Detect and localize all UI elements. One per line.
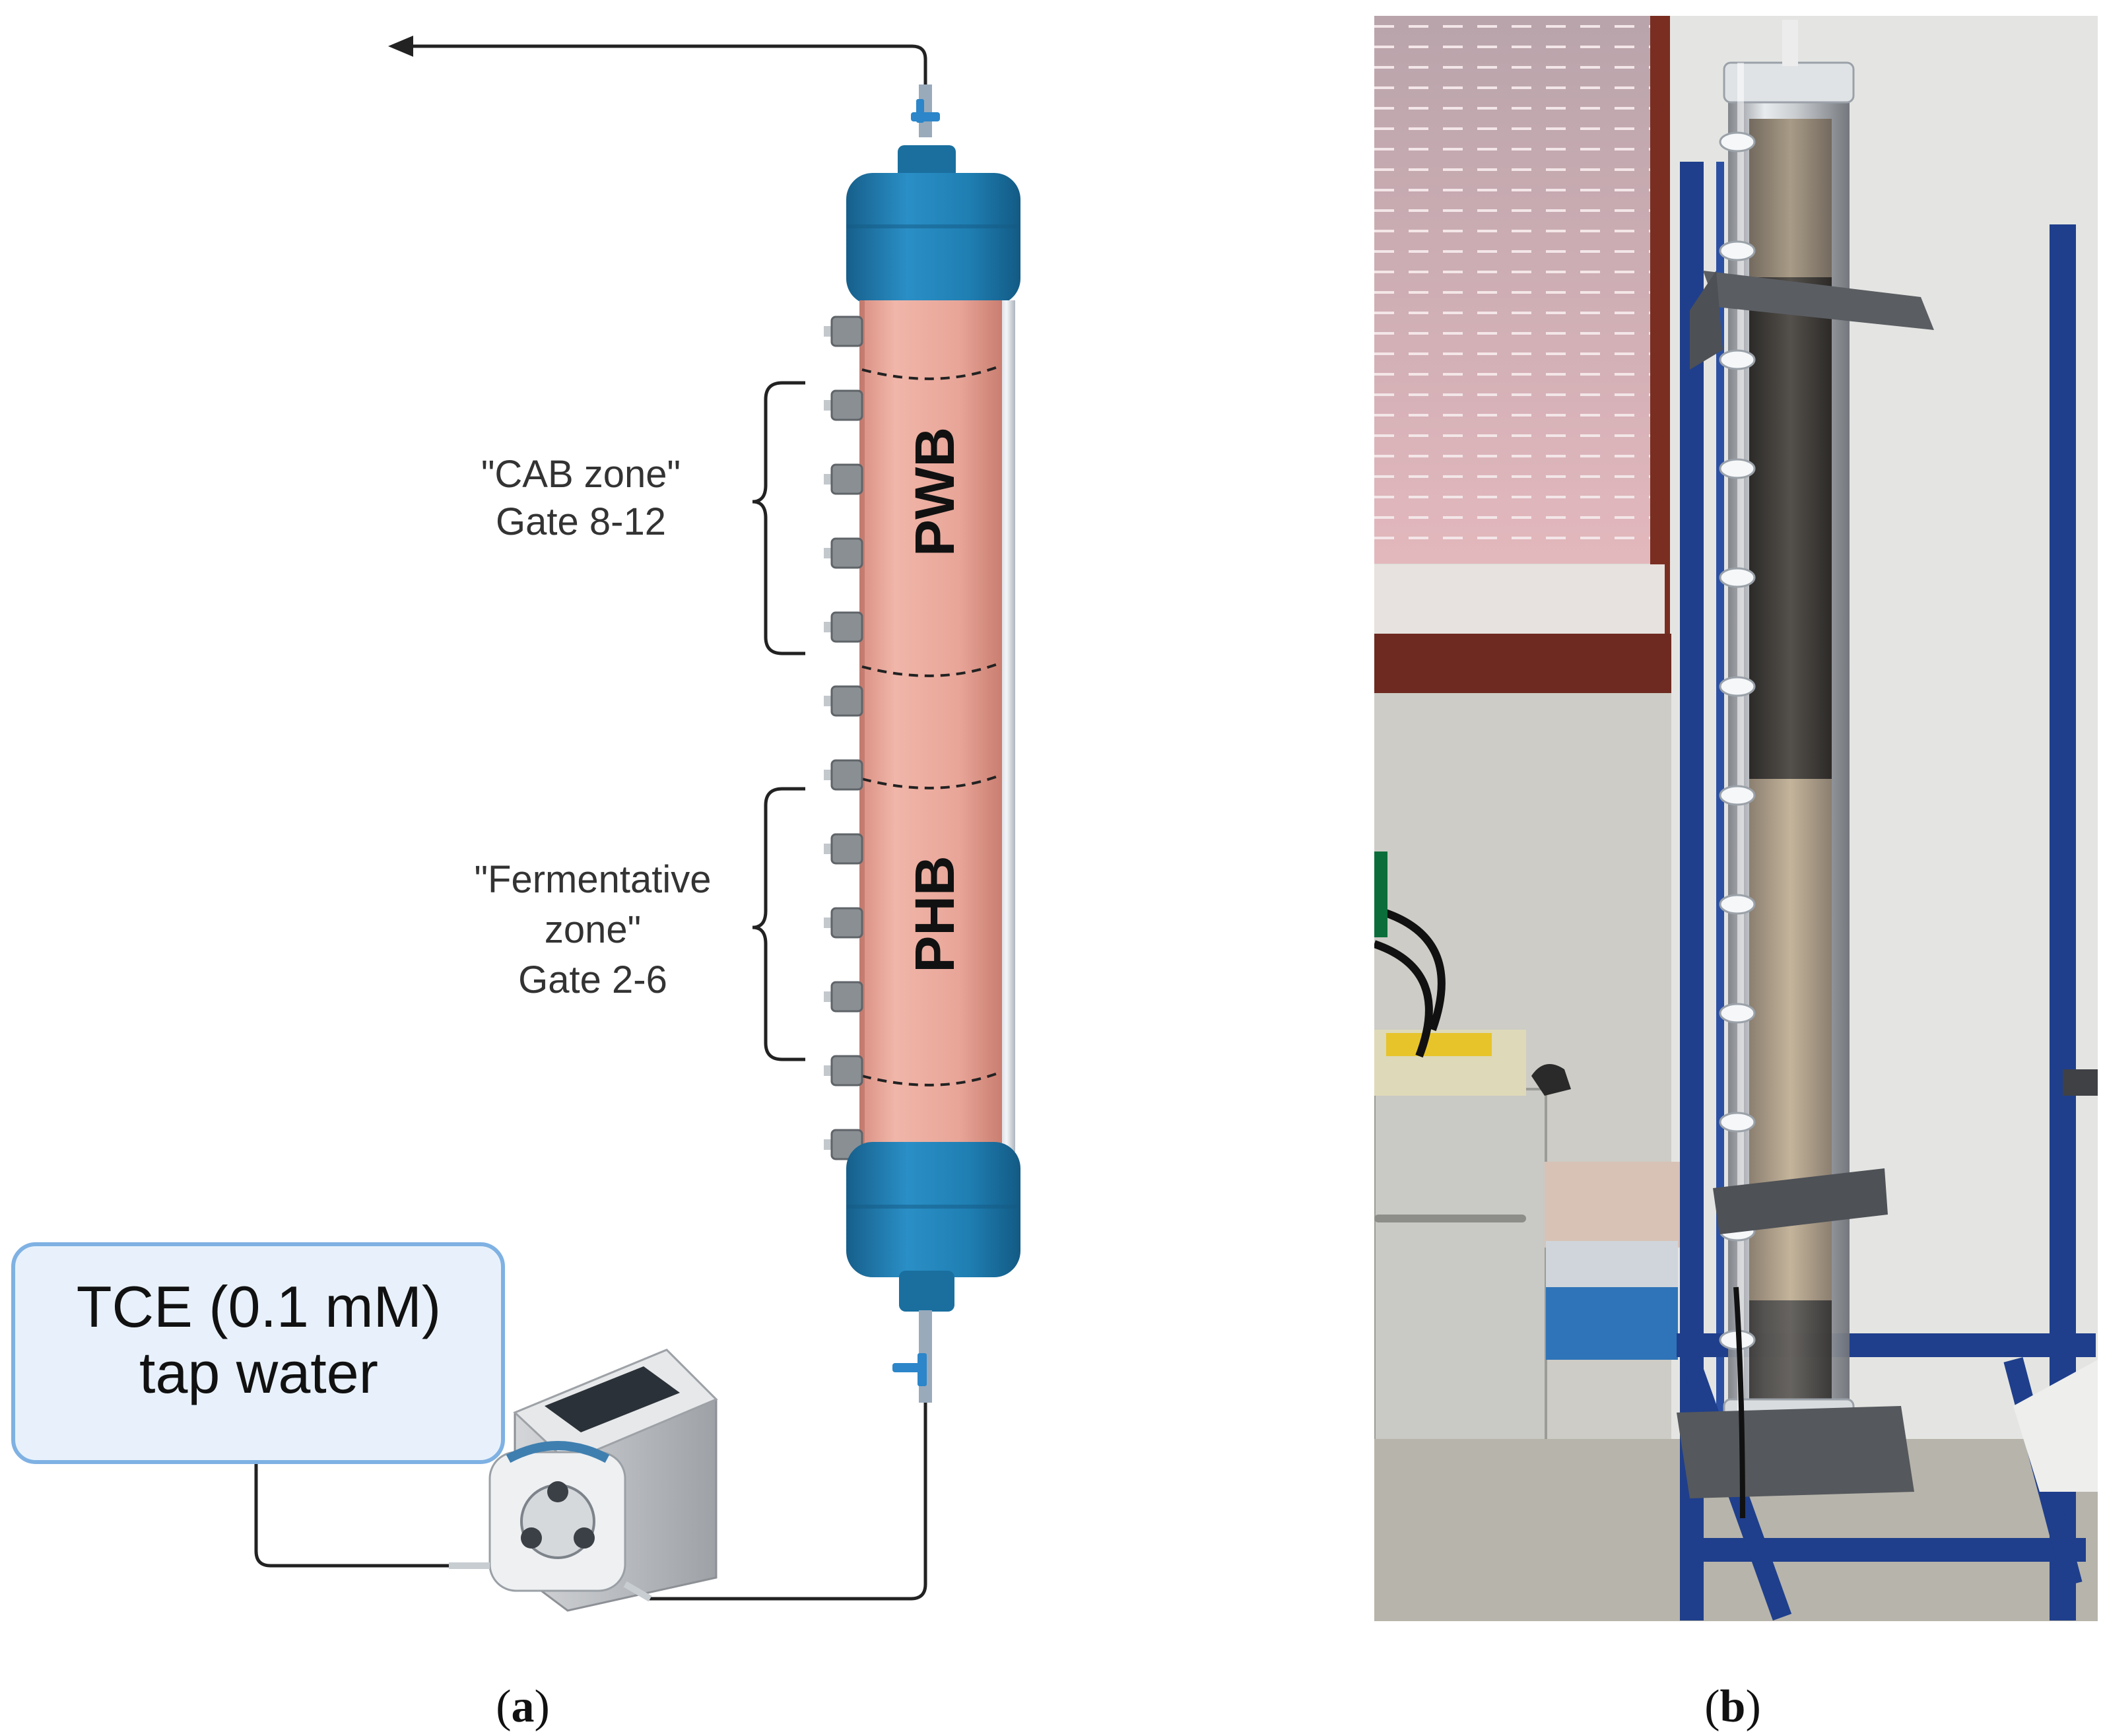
column-base-plate — [1677, 1406, 1914, 1498]
window-blind — [1374, 16, 1671, 693]
column-holder-bottom — [1713, 1168, 1888, 1234]
cab-zone-label: "CAB zone" — [481, 453, 681, 496]
sampling-port — [824, 759, 863, 791]
photo-sampling-port — [1719, 567, 1756, 588]
zone-boundary-line — [861, 662, 1000, 677]
sampling-port — [824, 833, 863, 865]
zone-label-pwb: PWB — [904, 427, 966, 556]
top-end-cap — [846, 145, 1020, 305]
sampling-port — [824, 981, 863, 1013]
fermentative-zone-label: "Fermentative — [474, 858, 711, 901]
cab-zone-gates: Gate 8-12 — [496, 500, 666, 543]
sampling-ports — [824, 316, 863, 1160]
fermentative-zone-bracket — [752, 787, 805, 1061]
sampling-port — [824, 316, 863, 347]
arrow-left-icon — [388, 36, 413, 57]
red-box — [1545, 1162, 1683, 1248]
sampling-port — [824, 611, 863, 643]
sampling-port — [824, 1055, 863, 1086]
cab-zone-bracket — [752, 381, 805, 655]
zone-boundary-line — [861, 774, 1000, 789]
sampling-port — [824, 463, 863, 495]
column-holder-top — [1690, 271, 1934, 370]
sampling-port — [824, 537, 863, 569]
photo-sampling-port — [1719, 458, 1756, 479]
panel-b-photo: (b) — [1374, 16, 2098, 1732]
valve-icon — [911, 84, 940, 137]
photo-sampling-port — [1719, 785, 1756, 806]
source-label-line2: tap water — [139, 1340, 378, 1405]
photo-sampling-port — [1719, 131, 1756, 152]
photo-sampling-port — [1719, 349, 1756, 370]
sampling-port — [824, 907, 863, 939]
panel-a-caption: (a) — [496, 1681, 550, 1732]
peristaltic-pump-icon — [449, 1349, 718, 1612]
photo-sampling-port — [1719, 1112, 1756, 1133]
inlet-tubing — [647, 1403, 927, 1601]
sampling-port — [824, 685, 863, 717]
source-reservoir-box — [11, 1242, 505, 1464]
photo-sampling-port — [1719, 1003, 1756, 1024]
zone-boundary-line — [861, 365, 1000, 380]
zone-label-phb: PHB — [904, 855, 966, 972]
glass-column — [1719, 20, 1855, 1459]
photo-sampling-port — [1719, 240, 1756, 261]
feed-tubing — [254, 1449, 449, 1568]
panel-a-diagram: PWB PHB TCE (0.1 mM) tap water — [11, 36, 1020, 1732]
photo-sampling-port — [1719, 894, 1756, 915]
fermentative-zone-gates: Gate 2-6 — [518, 958, 667, 1001]
bottom-end-cap — [846, 1142, 1020, 1312]
valve-icon — [892, 1310, 932, 1403]
outlet-tubing — [409, 44, 927, 84]
source-label-line1: TCE (0.1 mM) — [77, 1274, 441, 1339]
panel-b-caption: (b) — [1704, 1681, 1761, 1732]
sampling-port — [824, 389, 863, 421]
column-body — [859, 300, 1015, 1152]
fermentative-zone-label-2: zone" — [545, 908, 641, 951]
photo-sampling-port — [1719, 676, 1756, 697]
zone-boundary-line — [861, 1071, 1000, 1086]
